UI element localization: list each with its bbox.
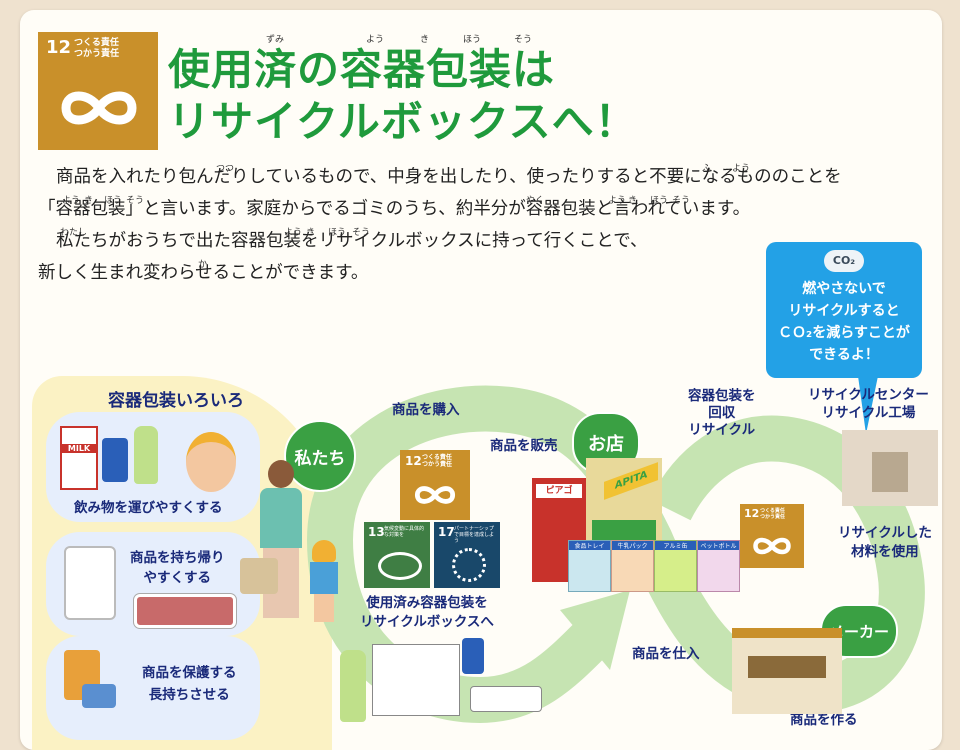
bottle-icon <box>134 426 158 484</box>
shopping-bag-icon <box>240 558 278 594</box>
meat-tray-icon <box>134 594 236 628</box>
green-bottle-icon <box>340 650 366 722</box>
buy-label: 商品を購入 <box>392 402 460 418</box>
container-type-protect: 商品を保護する 長持ちさせる <box>46 636 260 740</box>
body-line-4: か 新しく生まれ変わらせることができます。 <box>38 260 369 283</box>
procure-label: 商品を仕入 <box>632 646 700 662</box>
can-icon <box>102 438 128 482</box>
plastic-tray-icon <box>470 686 542 712</box>
infinity-icon <box>414 486 456 504</box>
poster-card: 12 つくる責任つかう責任 ずみ よう き ほう そう 使用済の容器包装は リサ… <box>20 10 942 750</box>
store-sign-piago: ピアゴ <box>536 484 582 498</box>
bubble-pointer <box>858 376 878 434</box>
maker-factory-icon <box>732 628 842 714</box>
recycling-center-label: リサイクルセンター リサイクル工場 <box>808 387 929 421</box>
page-title: 使用済の容器包装は リサイクルボックスへ！ <box>168 44 688 148</box>
co2-message: 燃やさないで リサイクルすると ＣＯ₂を減らすことが できるよ！ <box>778 281 910 363</box>
bin-aluminum-can: アルミ缶 <box>654 540 697 592</box>
bin-milk-carton: 牛乳パック <box>611 540 654 592</box>
sell-label: 商品を販売 <box>490 438 558 454</box>
bin-food-tray: 食品トレイ <box>568 540 611 592</box>
sdg12-right-badge: 12 つくる責任つかう責任 <box>740 504 804 568</box>
folded-carton-icon <box>372 644 460 716</box>
box-label: 使用済み容器包装を リサイクルボックスへ <box>360 595 494 630</box>
make-label: 商品を作る <box>790 712 858 728</box>
infinity-icon <box>753 537 791 555</box>
child-figure-icon <box>308 540 340 630</box>
bin-pet-bottle: ペットボトル <box>697 540 740 592</box>
eye-earth-icon <box>378 552 422 580</box>
body-line-3: わたし よう き ほう そう 私たちがおうちで出た容器包装をリサイクルボックスに… <box>56 228 648 251</box>
left-panel-heading: 容器包装いろいろ <box>108 391 244 411</box>
carry-caption: 商品を持ち帰り やすくする <box>130 550 225 586</box>
use-recycled-label: リサイクルした 材料を使用 <box>838 525 932 560</box>
infinity-icon <box>61 91 137 125</box>
title-ruby: ずみ よう き ほう そう <box>266 35 533 45</box>
cloud-icon: CO₂ <box>824 250 864 272</box>
body-line-2: よう き ほう そう やく よう き ほう そう 「容器包装」と言います。家庭か… <box>38 196 751 219</box>
milk-carton-icon: MILK <box>60 426 98 490</box>
mother-figure-icon <box>256 460 306 630</box>
factory-icon <box>842 430 938 506</box>
drinks-caption: 飲み物を運びやすくする <box>74 500 223 516</box>
child-drinking-icon <box>186 432 236 492</box>
tin-can-icon <box>82 684 116 708</box>
body-text: つつ ふ よう 商品を入れたり包んだりしているもので、中身を出したり、使ったりす… <box>38 162 938 288</box>
plastic-bag-icon <box>64 546 116 620</box>
protect-caption: 商品を保護する 長持ちさせる <box>142 665 237 703</box>
sdg12-center-badge: 12 つくる責任つかう責任 <box>400 450 470 520</box>
sdg-number: 12 <box>46 37 72 58</box>
title-line-2: リサイクルボックスへ！ <box>168 97 638 146</box>
sdg17-badge: 17 パートナーシップで目標を達成しよう <box>434 522 500 588</box>
body-line-1: つつ ふ よう 商品を入れたり包んだりしているもので、中身を出したり、使ったりす… <box>56 164 842 187</box>
sdg-label: つくる責任つかう責任 <box>74 38 120 59</box>
blue-can-icon <box>462 638 484 674</box>
container-type-drinks: MILK 飲み物を運びやすくする <box>46 412 260 522</box>
watashitachi-badge: 私たち <box>284 420 356 492</box>
co2-bubble: CO₂ 燃やさないで リサイクルすると ＣＯ₂を減らすことが できるよ！ <box>766 242 922 378</box>
title-line-1: 使用済の容器包装は <box>168 45 556 94</box>
recycling-bins: 食品トレイ 牛乳パック アルミ缶 ペットボトル <box>568 540 740 592</box>
maker-badge: メーカー <box>820 604 898 658</box>
flower-icon <box>452 548 486 582</box>
sdg12-badge: 12 つくる責任つかう責任 <box>38 32 158 150</box>
collect-label: 容器包装を 回収 リサイクル <box>688 388 756 438</box>
container-type-carry: 商品を持ち帰り やすくする <box>46 532 260 636</box>
sdg13-badge: 13 気候変動に具体的な対策を <box>364 522 430 588</box>
